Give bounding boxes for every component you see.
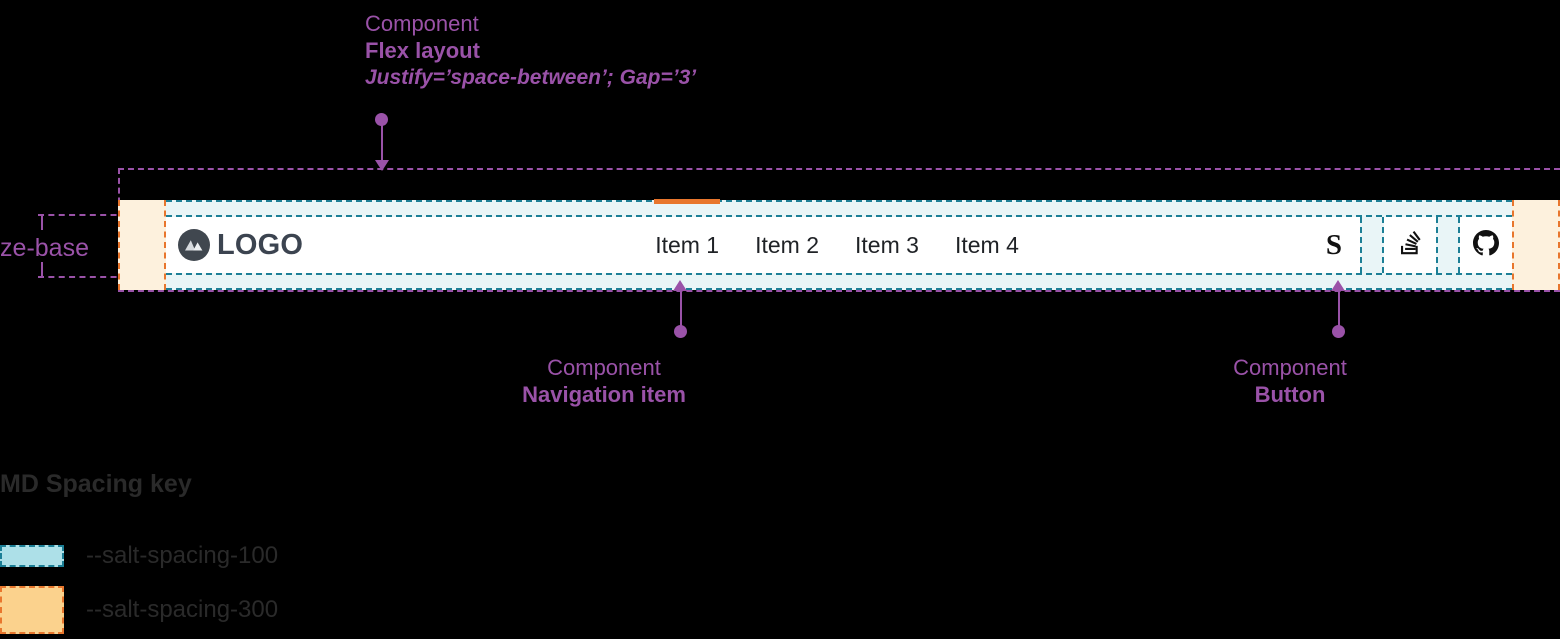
leader-line-flex-layout (381, 120, 383, 166)
spacing-key-row: --salt-spacing-300 (0, 585, 420, 635)
salt-s-icon[interactable]: S (1308, 217, 1360, 273)
spacing-token-300: --salt-spacing-300 (86, 596, 279, 623)
spacing-swatch-300 (0, 586, 64, 634)
leader-line-button (1338, 290, 1340, 332)
logo-text: LOGO (217, 228, 304, 261)
leader-arrow-navigation-item (673, 280, 687, 291)
dimension-line-top (38, 214, 158, 216)
mountain-logo-icon (178, 229, 210, 261)
logo[interactable]: LOGO (178, 229, 303, 262)
spacing-key-title: MD Spacing key (0, 470, 192, 498)
leader-dot-flex-layout (375, 113, 388, 126)
spacing-gap-100-a (1360, 217, 1384, 273)
navbar-content: LOGO Item 1 Item 2 Item 3 Item 4 S (166, 198, 1512, 273)
size-base-dimension: size-base (0, 212, 162, 280)
dimension-cap-bottom (41, 262, 43, 278)
annotation-name: Button (1254, 381, 1326, 407)
stack-overflow-icon (1398, 230, 1422, 260)
spacing-swatch-100 (0, 545, 64, 567)
github-button[interactable] (1460, 217, 1512, 273)
nav-item-3[interactable]: Item 3 (855, 231, 919, 258)
nav-item-2[interactable]: Item 2 (755, 231, 820, 258)
navbar-inner: LOGO Item 1 Item 2 Item 3 Item 4 S (166, 198, 1512, 290)
navigation-items: Item 1 Item 2 Item 3 Item 4 (653, 198, 1021, 263)
github-icon (1473, 229, 1499, 261)
dimension-cap-top (41, 214, 43, 230)
size-base-label: size-base (0, 234, 89, 262)
annotation-name: Navigation item (522, 381, 686, 407)
dimension-line-bottom (38, 276, 158, 278)
annotation-kind: Component (365, 11, 479, 36)
leader-arrow-button (1331, 280, 1345, 291)
spacing-token-100: --salt-spacing-100 (86, 542, 279, 569)
annotation-button: Component Button (1224, 355, 1356, 409)
navbar: LOGO Item 1 Item 2 Item 3 Item 4 S (118, 198, 1560, 290)
leader-arrow-flex-layout (375, 160, 389, 171)
spacing-band-bottom-100 (166, 273, 1512, 290)
spacing-pad-right-300 (1512, 200, 1560, 290)
annotation-flex-layout: Component Flex layout Justify=’space-bet… (365, 11, 696, 90)
annotation-kind: Component (1233, 355, 1347, 380)
annotation-name: Flex layout (365, 37, 480, 63)
navbar-actions: S (1308, 217, 1512, 273)
annotation-navigation-item: Component Navigation item (511, 355, 697, 409)
spacing-pad-left-300 (118, 200, 166, 290)
spacing-band-top-100 (166, 200, 1512, 217)
spacing-gap-100-b (1436, 217, 1460, 273)
nav-item-4[interactable]: Item 4 (954, 231, 1019, 258)
stack-overflow-button[interactable] (1384, 217, 1436, 273)
spacing-key: MD Spacing key --salt-spacing-100 --salt… (0, 470, 420, 639)
annotation-kind: Component (547, 355, 661, 380)
nav-item-1[interactable]: Item 1 (653, 198, 721, 263)
leader-line-navigation-item (680, 290, 682, 332)
spacing-key-row: --salt-spacing-100 (0, 531, 420, 581)
annotation-props: Justify=’space-between’; Gap=’3’ (365, 65, 697, 89)
